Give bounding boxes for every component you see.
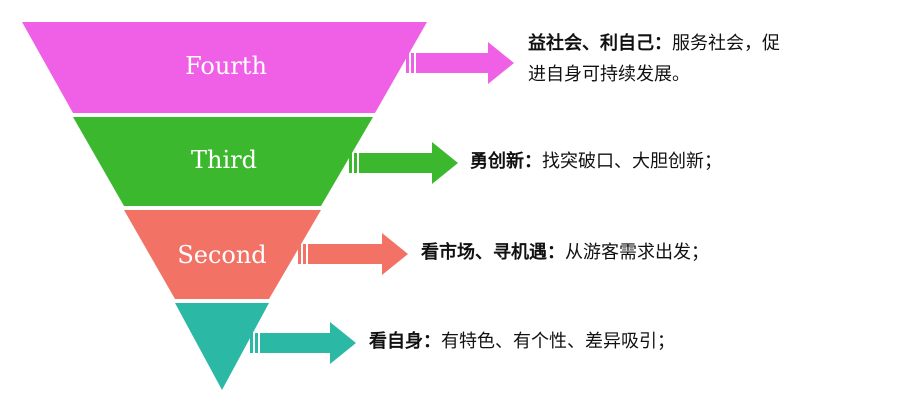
tier-description-fourth-heading: 益社会、利自己： (528, 33, 672, 54)
tier-description-third: 勇创新：找突破口、大胆创新； (470, 146, 722, 177)
tier-label-fourth: Fourth (185, 52, 267, 80)
tier-label-second: Second (177, 241, 266, 269)
tier-description-fourth-text: 服务社会，促进自身可持续发展。 (528, 33, 780, 85)
tier-label-third: Third (191, 146, 257, 174)
tier-description-second-text: 从游客需求出发； (565, 242, 709, 263)
tier-description-third-text: 找突破口、大胆创新； (542, 151, 722, 172)
tier-description-fourth: 益社会、利自己：服务社会，促进自身可持续发展。 (528, 28, 788, 90)
tier-description-first: 看自身：有特色、有个性、差异吸引； (369, 326, 675, 357)
arrow-first (250, 322, 356, 364)
funnel-tier-fourth (22, 22, 427, 113)
funnel-tier-third (73, 117, 373, 206)
tier-description-first-heading: 看自身： (369, 331, 441, 352)
arrow-second (298, 233, 408, 275)
tier-description-second-heading: 看市场、寻机遇： (421, 242, 565, 263)
arrow-third (349, 142, 458, 184)
tier-description-second: 看市场、寻机遇：从游客需求出发； (421, 237, 709, 268)
arrow-fourth (406, 42, 514, 84)
funnel-tier-second (124, 210, 321, 299)
funnel-tier-first (175, 303, 269, 390)
tier-description-third-heading: 勇创新： (470, 151, 542, 172)
tier-description-first-text: 有特色、有个性、差异吸引； (441, 331, 675, 352)
